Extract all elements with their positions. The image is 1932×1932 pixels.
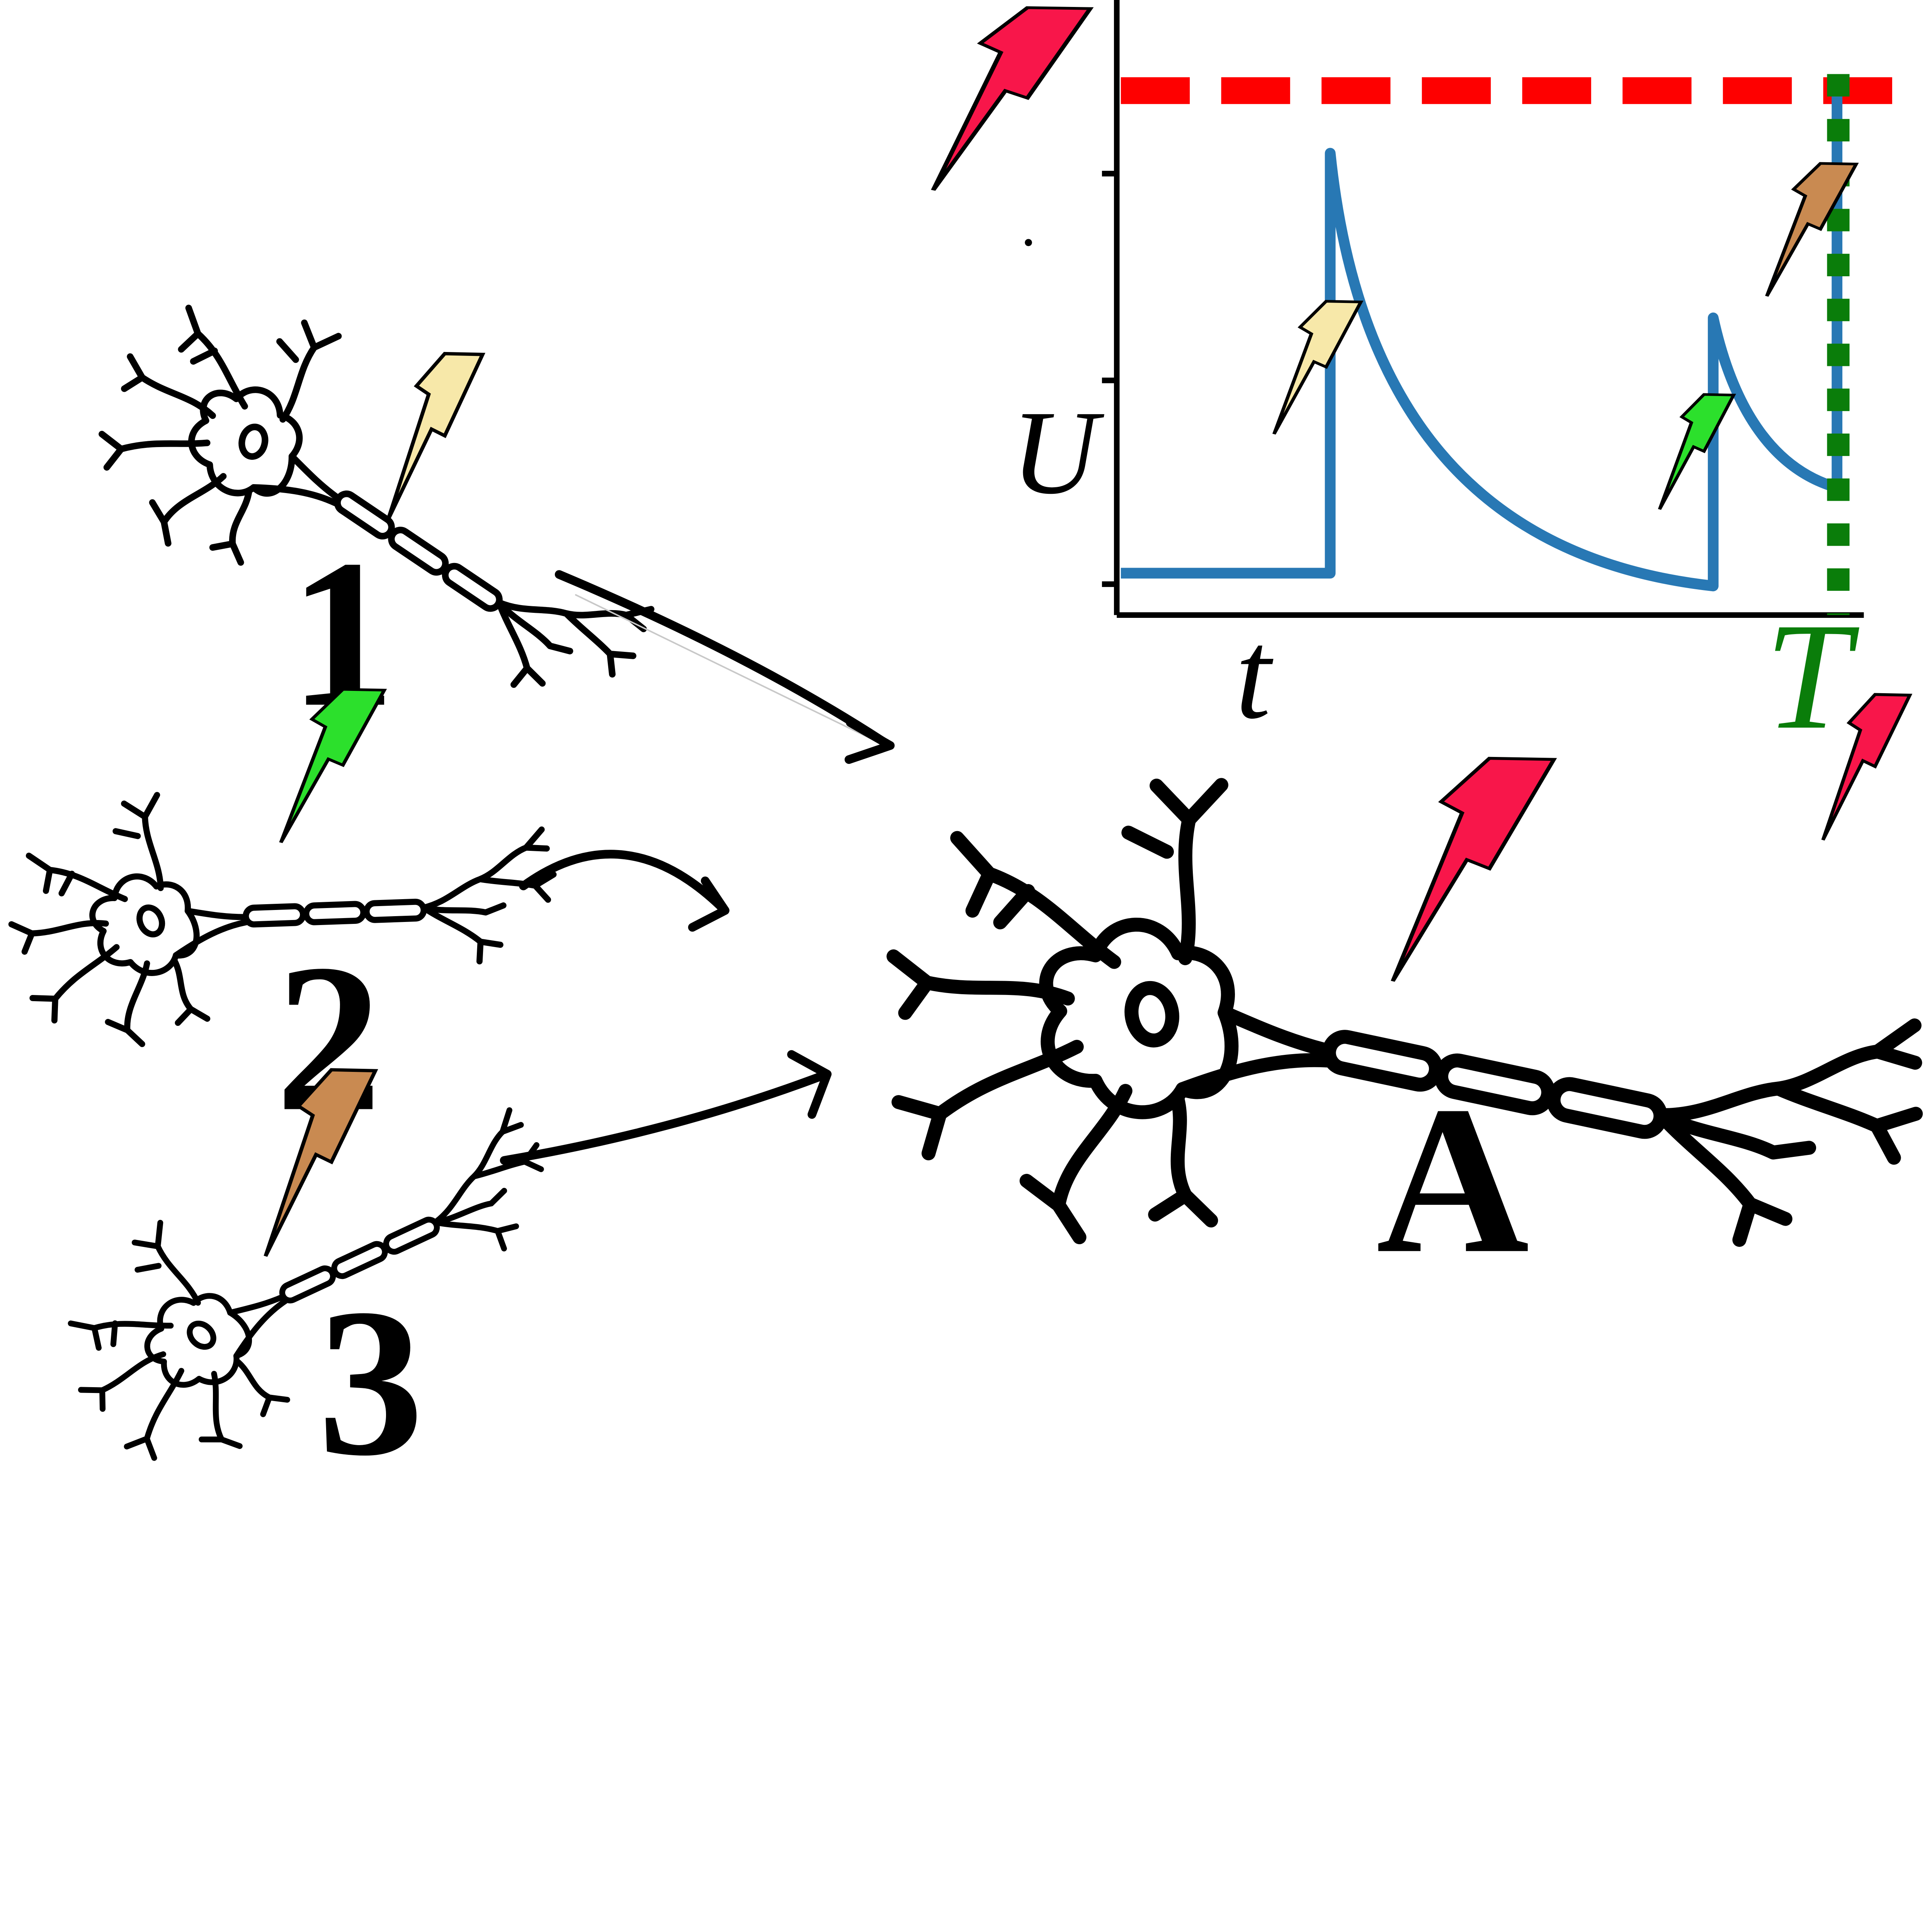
arrow-neuron3-to-A bbox=[500, 1070, 830, 1165]
time-T-label: T bbox=[1765, 591, 1861, 761]
output-neuron-A: A bbox=[859, 743, 1932, 1350]
input1-spike-bolt bbox=[388, 354, 482, 519]
membrane-potential-plot bbox=[1025, 0, 1895, 618]
plot-xlabel: t bbox=[1235, 604, 1275, 745]
arrow-hairline bbox=[575, 594, 873, 740]
membrane-potential-curve bbox=[1121, 93, 1843, 592]
input2-spike-bolt-plot bbox=[1660, 395, 1734, 509]
input1-spike-bolt-plot bbox=[1274, 301, 1361, 434]
arrowhead-neuron2-to-A bbox=[688, 876, 730, 932]
plot-ylabel: U bbox=[1011, 386, 1105, 519]
neuron-A-label: A bbox=[1376, 1062, 1529, 1297]
figure-canvas: U t T 1 2 3 A bbox=[0, 0, 1932, 1498]
output-spike-bolt-large bbox=[933, 8, 1090, 190]
input-neuron-3: 3 bbox=[29, 1045, 594, 1498]
synapse-arrows bbox=[500, 570, 895, 1165]
arrowhead-neuron3-to-A bbox=[787, 1050, 832, 1119]
arrowhead-neuron1-to-A bbox=[844, 718, 895, 764]
spiking-neuron-diagram: U t T 1 2 3 A bbox=[0, 0, 1932, 1498]
input-neuron-2: 2 bbox=[0, 689, 567, 1155]
small-dot bbox=[1025, 239, 1032, 246]
neuron-3-label: 3 bbox=[318, 1265, 423, 1498]
arrow-neuron2-to-A bbox=[519, 850, 729, 915]
output-spike-bolt-neuron-A bbox=[1393, 758, 1554, 981]
